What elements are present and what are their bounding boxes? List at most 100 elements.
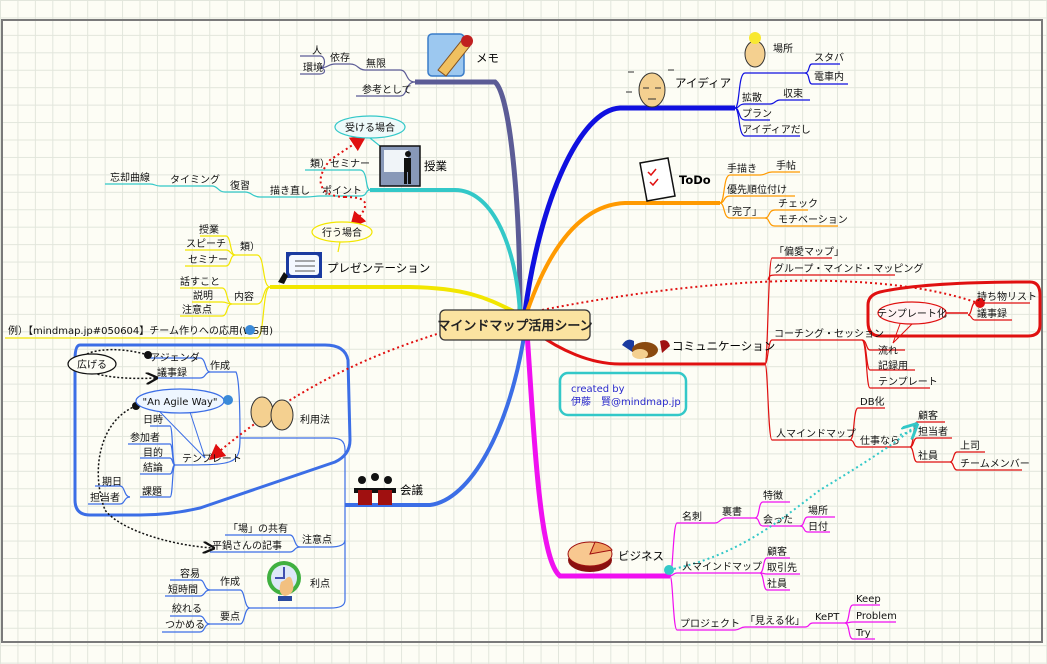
biz-atta[interactable]: 会った (763, 513, 793, 526)
riten-shiboreru[interactable]: 絞れる (172, 602, 202, 615)
riyou-sakusei[interactable]: 作成 (210, 360, 230, 372)
riten-sakusei[interactable]: 作成 (220, 576, 240, 588)
todo-check[interactable]: チェック (778, 198, 818, 210)
riten-tanjikan[interactable]: 短時間 (168, 583, 198, 596)
kaigi-hiranabe[interactable]: 平鍋さんの記事 (212, 539, 282, 552)
presentation-icon (278, 252, 322, 284)
central-topic[interactable]: マインドマップ活用シーン (437, 309, 593, 341)
presen-jugyo[interactable]: 授業 (199, 223, 219, 236)
todo-yuusen[interactable]: 優先順位付け (727, 183, 787, 196)
memo-izon[interactable]: 依存 (330, 51, 350, 64)
riyou-nichiji[interactable]: 日時 (143, 414, 163, 426)
comm-tantousha[interactable]: 担当者 (918, 425, 948, 438)
comm-coaching[interactable]: コーチング・セッション (774, 327, 884, 340)
biz-mieruka[interactable]: 「見える化」 (745, 614, 805, 627)
biz-tokuchou[interactable]: 特徴 (763, 489, 783, 502)
idea-staba[interactable]: スタバ (814, 52, 844, 64)
web-link-icon[interactable] (245, 325, 255, 335)
comm-group-mm[interactable]: グループ・マインド・マッピング (774, 262, 923, 275)
topic-riyou[interactable]: 利用法 (300, 413, 330, 426)
memo-hito[interactable]: 人 (312, 45, 322, 57)
comm-gijiroku[interactable]: 議事録 (977, 307, 1007, 320)
comm-template[interactable]: テンプレート (878, 376, 938, 388)
riyou-ketsuron[interactable]: 結論 (143, 461, 163, 474)
topic-kaigi[interactable]: 会議 (400, 483, 423, 497)
biz-basho[interactable]: 場所 (808, 504, 828, 517)
comm-shigoto[interactable]: 仕事なら (860, 434, 900, 447)
topic-todo[interactable]: ToDo (679, 173, 711, 187)
topic-biz[interactable]: ビジネス (618, 549, 664, 563)
riten-tsukameru[interactable]: つかめる (165, 619, 205, 631)
presen-setsumei[interactable]: 説明 (193, 289, 213, 302)
comm-hito-mm[interactable]: 人マインドマップ (776, 428, 856, 440)
jugyo-boukyaku[interactable]: 忘却曲線 (110, 171, 150, 184)
biz-keep[interactable]: Keep (856, 594, 881, 605)
comm-kokyaku[interactable]: 顧客 (918, 409, 938, 422)
topic-jugyo[interactable]: 授業 (424, 159, 447, 173)
comm-shain[interactable]: 社員 (918, 449, 938, 462)
kaigi-chuuiten[interactable]: 注意点 (302, 533, 332, 546)
biz-torihikisaki[interactable]: 取引先 (767, 562, 797, 574)
comm-nagare[interactable]: 流れ (878, 344, 898, 357)
topic-memo[interactable]: メモ (476, 51, 499, 65)
jugyo-fukushu[interactable]: 復習 (230, 179, 250, 192)
comm-db[interactable]: DB化 (860, 395, 885, 408)
topic-idea[interactable]: アイディア (675, 76, 731, 90)
riyou-mokuteki[interactable]: 目的 (143, 446, 163, 459)
biz-shain[interactable]: 社員 (767, 577, 787, 590)
riyou-gijiroku[interactable]: 議事録 (157, 366, 187, 379)
jugyo-timing[interactable]: タイミング (170, 173, 220, 186)
topic-presen[interactable]: プレゼンテーション (327, 261, 430, 275)
riten-youi[interactable]: 容易 (180, 567, 200, 580)
presen-rui[interactable]: 類） (240, 241, 260, 253)
idea-shuusoku[interactable]: 収束 (783, 88, 803, 100)
web-link-icon[interactable] (223, 395, 233, 405)
biz-meishi[interactable]: 名刺 (682, 510, 702, 523)
biz-problem[interactable]: Problem (856, 611, 897, 622)
comm-kirokuyou[interactable]: 記録用 (878, 359, 908, 372)
idea-kakusan[interactable]: 拡散 (742, 91, 762, 104)
biz-uragaki[interactable]: 裏書 (722, 505, 742, 518)
riyou-agenda[interactable]: アジェンダ (150, 351, 200, 364)
riyou-kadai[interactable]: 課題 (142, 485, 162, 498)
presen-hanasukoto[interactable]: 話すこと (180, 275, 220, 288)
memo-sankou[interactable]: 参考として (362, 83, 412, 96)
biz-hito-mm[interactable]: 人マインドマップ (682, 561, 762, 573)
presen-chuuiten[interactable]: 注意点 (182, 303, 212, 316)
memo-kankyo[interactable]: 環境 (303, 61, 323, 74)
idea-ideadashi[interactable]: アイディアだし (742, 123, 811, 136)
comm-mochimono[interactable]: 持ち物リスト (977, 290, 1037, 303)
comm-henai[interactable]: 「偏愛マップ」 (774, 245, 844, 258)
biz-kokyaku[interactable]: 顧客 (767, 545, 787, 558)
jugyo-seminar[interactable]: 類）セミナー (310, 158, 370, 170)
todo-kanryou[interactable]: 「完了」 (722, 205, 762, 218)
comm-team-member[interactable]: チームメンバー (960, 458, 1030, 470)
todo-tegaki[interactable]: 手描き (727, 162, 757, 175)
jugyo-kakinaoshi[interactable]: 描き直し (270, 184, 310, 197)
biz-kept[interactable]: KePT (815, 612, 840, 623)
todo-motivation[interactable]: モチベーション (778, 214, 848, 226)
memo-mugen[interactable]: 無限 (366, 57, 386, 70)
riyou-tantousha[interactable]: 担当者 (90, 491, 120, 504)
kaigi-ba-kyouyuu[interactable]: 「場」の共有 (228, 522, 288, 535)
topic-basho[interactable]: 場所 (773, 42, 793, 55)
comm-joushi[interactable]: 上司 (960, 440, 980, 452)
todo-techou[interactable]: 手帖 (776, 159, 796, 172)
branch-memo (415, 79, 523, 313)
riten-youten[interactable]: 要点 (220, 611, 240, 623)
presen-naiyou[interactable]: 内容 (234, 290, 254, 303)
presen-example-link[interactable]: 例）【mindmap.jp#050604】チーム作りへの応用(WS用) (8, 324, 273, 337)
presen-seminar[interactable]: セミナー (188, 254, 228, 266)
idea-plan[interactable]: プラン (742, 108, 772, 120)
biz-project[interactable]: プロジェクト (680, 618, 740, 630)
riyou-sankasha[interactable]: 参加者 (130, 431, 160, 444)
biz-hizuke[interactable]: 日付 (808, 520, 828, 533)
idea-denshanai[interactable]: 電車内 (814, 70, 844, 83)
presen-speech[interactable]: スピーチ (186, 238, 226, 250)
riyou-template[interactable]: テンプレート (182, 453, 242, 465)
topic-riten[interactable]: 利点 (310, 578, 330, 590)
jugyo-point[interactable]: ポイント (322, 185, 362, 197)
biz-try[interactable]: Try (855, 628, 871, 639)
topic-comm[interactable]: コミュニケーション (672, 339, 775, 353)
riyou-kijitsu[interactable]: 期日 (102, 476, 122, 488)
